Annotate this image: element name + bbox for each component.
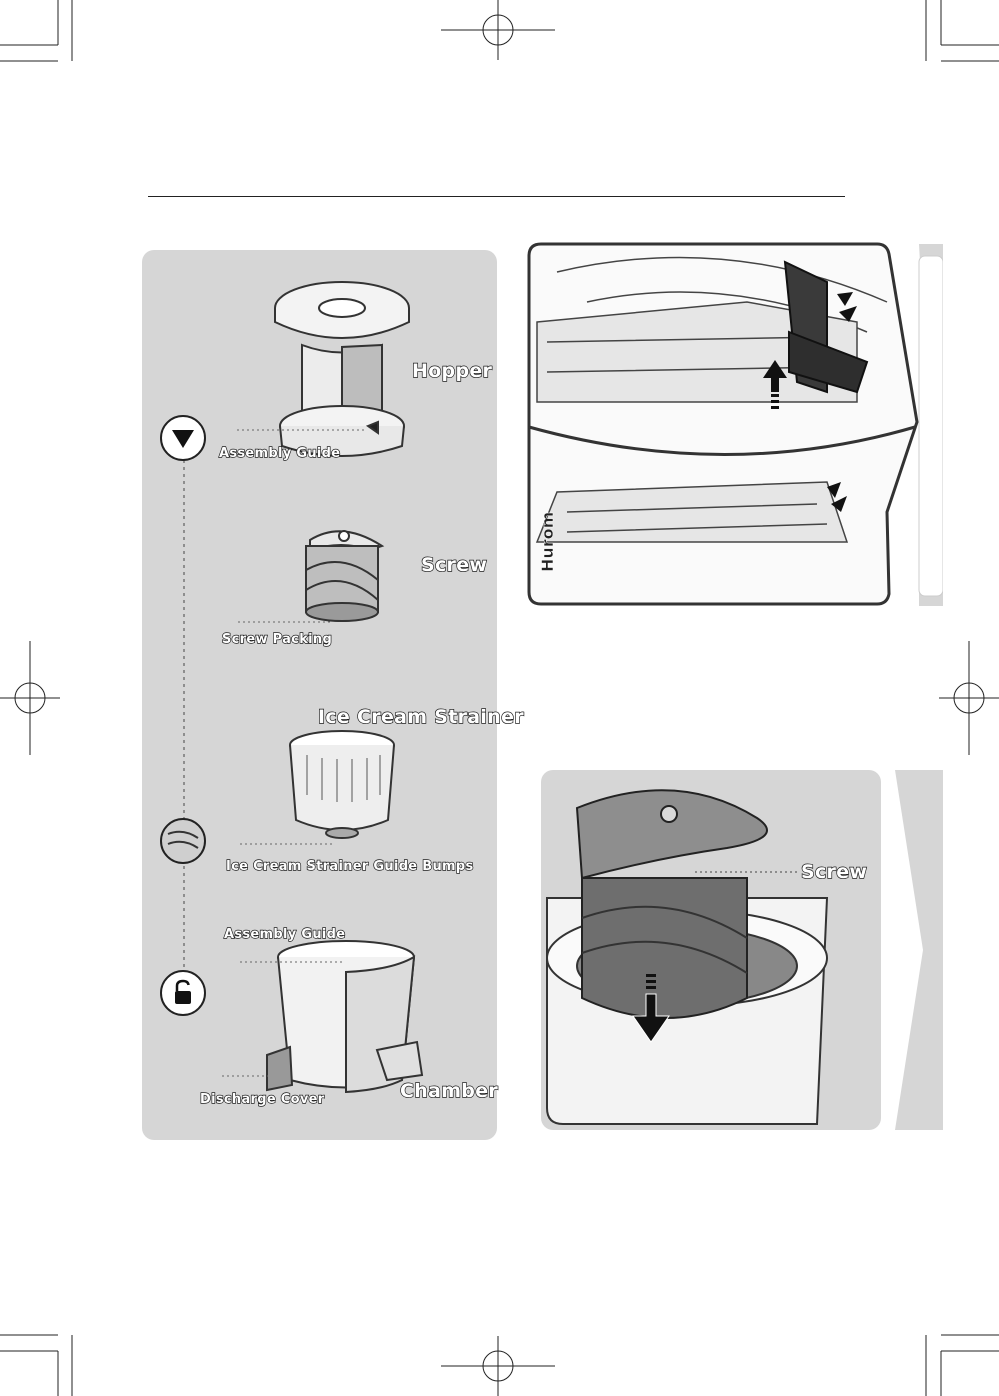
triangle-down-icon — [160, 415, 206, 461]
strainer-detail-icon — [160, 818, 206, 864]
screw-callout-label: Screw — [801, 861, 867, 883]
hopper-label: Hopper — [412, 360, 492, 382]
assembly-guide-label: Assembly Guide — [219, 446, 340, 461]
unlock-icon — [160, 970, 206, 1016]
screw-label: Screw — [421, 554, 487, 576]
strainer-guide-bumps-label: Ice Cream Strainer Guide Bumps — [226, 859, 474, 874]
screw-packing-label: Screw Packing — [222, 632, 332, 647]
brand-mark: Hurom — [538, 512, 557, 572]
chamber-part — [222, 941, 422, 1092]
ice-cream-strainer-label: Ice Cream Strainer — [318, 706, 524, 728]
screw-part — [238, 531, 382, 622]
chamber-label: Chamber — [400, 1080, 498, 1102]
chamber-assembly-guide-label: Assembly Guide — [224, 927, 345, 942]
screw-assembly-illustration — [527, 768, 943, 1132]
ice-cream-strainer-part — [240, 731, 394, 844]
hopper-part — [237, 282, 409, 456]
discharge-cover-label: Discharge Cover — [200, 1092, 324, 1107]
header-rule — [148, 196, 845, 197]
strainer-assembly-illustration: Hurom — [527, 242, 943, 608]
